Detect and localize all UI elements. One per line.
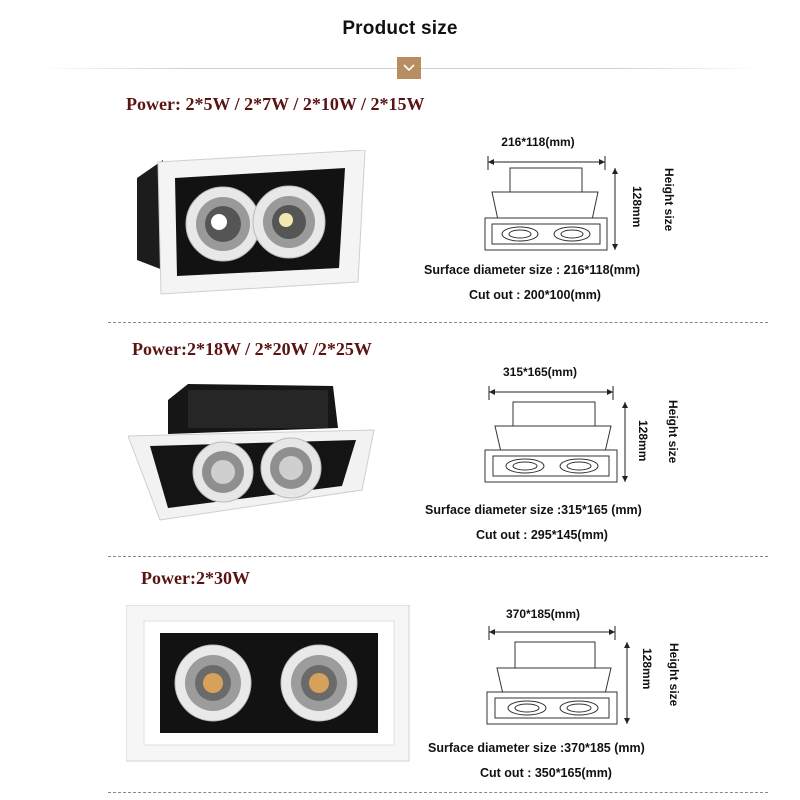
cut-out-text: Cut out : 350*165(mm)	[480, 766, 612, 780]
size-diagram	[470, 150, 620, 260]
height-size-label: Height size	[667, 643, 681, 707]
height-value: 128mm	[630, 186, 644, 228]
power-label: Power:2*18W / 2*20W /2*25W	[132, 339, 372, 359]
height-value: 128mm	[636, 420, 650, 462]
power-label: Power: 2*5W / 2*7W / 2*10W / 2*15W	[126, 94, 425, 114]
section-divider	[108, 792, 768, 793]
power-label: Power:2*30W	[141, 568, 250, 588]
chevron-down-icon	[397, 57, 421, 79]
cut-out-text: Cut out : 295*145(mm)	[476, 528, 608, 542]
surface-diameter-text: Surface diameter size :370*185 (mm)	[428, 741, 645, 755]
section-divider	[108, 322, 768, 323]
surface-diameter-text: Surface diameter size :315*165 (mm)	[425, 503, 642, 517]
product-photo	[133, 149, 368, 295]
dimension-label: 216*118(mm)	[501, 135, 575, 149]
cut-out-text: Cut out : 200*100(mm)	[469, 288, 601, 302]
product-photo	[125, 604, 411, 763]
height-value: 128mm	[640, 648, 654, 690]
product-photo	[127, 382, 378, 522]
height-size-label: Height size	[666, 400, 680, 464]
page-title: Product size	[342, 18, 458, 39]
surface-diameter-text: Surface diameter size : 216*118(mm)	[424, 263, 641, 277]
dimension-label: 370*185(mm)	[505, 607, 581, 621]
dimension-label: 315*165(mm)	[502, 365, 578, 379]
size-diagram	[475, 380, 635, 490]
section-divider	[108, 556, 768, 557]
height-size-label: Height size	[662, 168, 676, 232]
size-diagram	[475, 622, 635, 732]
